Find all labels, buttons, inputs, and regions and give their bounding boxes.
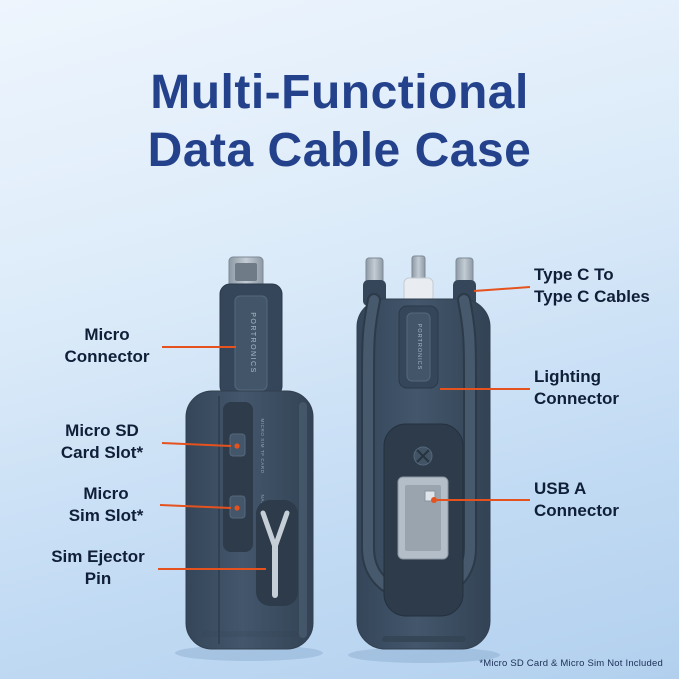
label-lighting-connector: Lighting Connector <box>534 366 664 411</box>
leader-type-c-cables <box>473 286 531 292</box>
cable-case-back: PORTRONICS <box>356 255 491 650</box>
label-micro-connector: Micro Connector <box>52 324 162 369</box>
label-micro-connector-line2: Connector <box>64 347 150 367</box>
page-title-line2: Data Cable Case <box>147 123 532 177</box>
usb-a-hole <box>424 490 436 502</box>
label-type-c-cables: Type C To Type C Cables <box>534 264 676 309</box>
slot-caption-top: MICRO SIM TF CARD <box>260 418 265 473</box>
page-title-line1: Multi-Functional <box>150 66 529 119</box>
label-sim-ejector-pin: Sim Ejector Pin <box>36 546 160 591</box>
label-type-c-line2: Type C Cables <box>534 287 650 307</box>
leader-lines <box>158 286 531 570</box>
dot-usb-a <box>431 497 437 503</box>
label-micro-sim-slot: Micro Sim Slot* <box>52 483 160 528</box>
label-micro-sd-line1: Micro SD <box>65 421 139 440</box>
label-micro-sim-line1: Micro <box>83 484 129 503</box>
screw-slot-2 <box>416 449 430 463</box>
leader-micro-sd-slot <box>161 442 232 447</box>
label-sim-ejector-line1: Sim Ejector <box>51 547 145 566</box>
case-body-highlight <box>299 402 307 638</box>
label-lighting-line1: Lighting <box>534 367 602 386</box>
sim-ejector-pin-stem <box>272 542 278 598</box>
label-lighting-line2: Connector <box>534 389 619 409</box>
brand-plate-back <box>406 312 431 382</box>
label-usb-a-line2: Connector <box>534 501 619 521</box>
label-micro-connector-line1: Micro <box>84 325 130 344</box>
brand-text-front: PORTRONICS <box>249 312 256 374</box>
page-title: Multi-Functional Data Cable Case <box>0 64 679 179</box>
label-usb-a-line1: USB A <box>534 479 587 498</box>
cable-case-front: PORTRONICS MICRO SIM TF CARD NANO SIM <box>185 256 314 650</box>
label-type-c-line1: Type C To <box>534 265 614 284</box>
label-usb-a-connector: USB A Connector <box>534 478 664 523</box>
dot-micro-sd <box>234 443 240 449</box>
leader-dots <box>234 443 437 511</box>
usb-a-inner <box>405 485 441 551</box>
label-micro-sd-slot: Micro SD Card Slot* <box>44 420 160 465</box>
front-bottom-lip <box>202 631 298 637</box>
back-bottom-lip <box>382 636 466 642</box>
label-micro-sd-line2: Card Slot* <box>60 443 144 463</box>
brand-plate <box>234 295 268 391</box>
brand-text-back: PORTRONICS <box>416 324 422 371</box>
slot-channel <box>223 402 253 552</box>
label-sim-ejector-line2: Pin <box>84 569 112 589</box>
footnote: *Micro SD Card & Micro Sim Not Included <box>479 658 663 669</box>
shadow-right-device <box>348 647 500 663</box>
leader-micro-sim-slot <box>159 504 232 509</box>
micro-usb-connector-inner <box>235 263 257 281</box>
label-micro-sim-line2: Sim Slot* <box>68 506 144 526</box>
dot-micro-sim <box>234 505 240 511</box>
